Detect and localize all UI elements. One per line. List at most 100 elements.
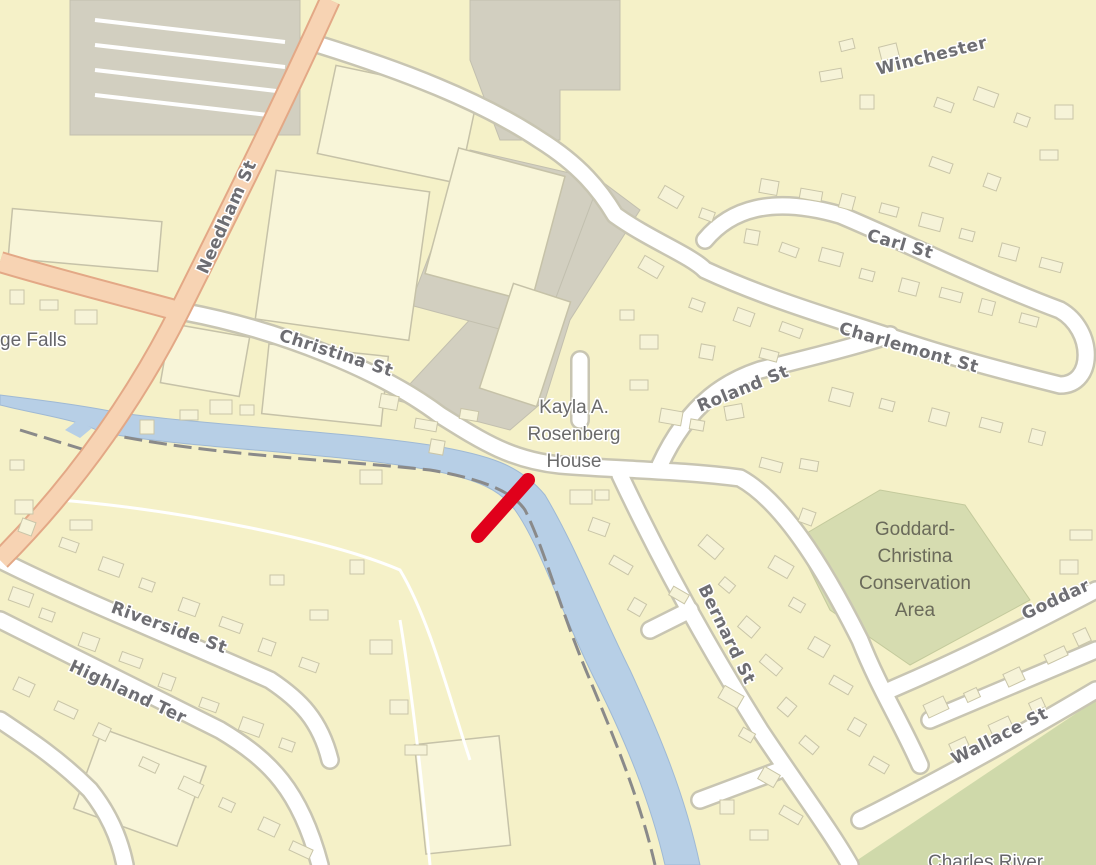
building-footprint xyxy=(818,67,844,83)
building-footprint xyxy=(972,86,1000,108)
building-footprint xyxy=(758,456,784,474)
building-footprint xyxy=(157,672,177,692)
building-footprint xyxy=(698,207,716,223)
building-footprint xyxy=(1059,559,1079,575)
building-footprint xyxy=(697,533,725,561)
building-footprint xyxy=(278,737,296,753)
poi-label-rosenberg-house[interactable]: Kayla A. Rosenberg House xyxy=(526,396,622,474)
building-footprint xyxy=(217,796,237,814)
building-footprint xyxy=(1039,149,1059,161)
building-footprint xyxy=(1069,529,1093,541)
building-footprint xyxy=(138,756,160,774)
bridge-highlight-segment[interactable] xyxy=(471,473,535,543)
building-footprint xyxy=(767,554,795,580)
building-footprint xyxy=(717,575,737,595)
poi-label-line-3: House xyxy=(547,451,602,472)
building-footprint xyxy=(737,726,757,744)
building-footprint xyxy=(668,585,690,605)
building-footprint xyxy=(917,211,945,233)
building-footprint xyxy=(53,700,79,720)
conservation-label-line-3: Conservation xyxy=(859,573,971,594)
building-footprint xyxy=(237,716,265,738)
building-footprint xyxy=(717,684,745,710)
building-footprint xyxy=(977,297,997,317)
building-footprint xyxy=(723,402,745,422)
building-footprint xyxy=(1072,627,1092,647)
building-footprint xyxy=(594,489,610,501)
buildings xyxy=(7,37,1093,860)
building-footprint xyxy=(978,416,1004,434)
conservation-label-line-1: Goddard- xyxy=(875,519,955,540)
building-footprint xyxy=(118,650,144,670)
building-footprint xyxy=(778,241,800,259)
footpaths xyxy=(59,498,472,865)
building-footprint xyxy=(688,297,706,313)
building-footprint xyxy=(1054,104,1074,120)
building-footprint xyxy=(1018,312,1040,328)
building-footprint xyxy=(757,765,781,789)
building-footprint xyxy=(798,457,820,473)
minor-roads xyxy=(0,37,1096,865)
building-footprint xyxy=(776,696,798,718)
conservation-area-label[interactable]: Goddard- Christina Conservation Area xyxy=(859,519,971,621)
building-footprint xyxy=(846,716,868,738)
building-footprint xyxy=(9,289,25,305)
building-footprint xyxy=(619,309,635,321)
building-footprint xyxy=(797,507,817,527)
building-footprint xyxy=(404,744,428,756)
building-footprint xyxy=(38,607,56,623)
building-footprint xyxy=(877,42,901,62)
building-footprint xyxy=(17,517,37,537)
building-footprint xyxy=(389,699,409,715)
building-footprint xyxy=(428,438,446,456)
building-footprint xyxy=(269,574,285,586)
building-footprint xyxy=(569,489,593,505)
building-footprint xyxy=(239,404,255,416)
building-footprint xyxy=(743,228,761,246)
building-footprint xyxy=(938,286,964,304)
building-footprint xyxy=(359,469,383,485)
building-footprint xyxy=(817,246,845,268)
building-footprint xyxy=(77,631,101,653)
building-footprint xyxy=(749,829,769,841)
building-footprint xyxy=(927,407,951,427)
building-footprint xyxy=(698,343,716,361)
building-footprint xyxy=(1027,696,1047,714)
building-footprint xyxy=(257,816,281,838)
building-footprint xyxy=(732,306,756,328)
building-footprint xyxy=(1038,256,1064,274)
conservation-label-line-4: Area xyxy=(895,600,936,621)
building-footprint xyxy=(778,804,804,826)
building-footprint xyxy=(139,419,155,435)
building-footprint xyxy=(758,177,780,197)
major-roads xyxy=(0,0,339,567)
building-footprint xyxy=(719,799,735,815)
building-footprint xyxy=(413,417,439,433)
building-footprint xyxy=(828,674,854,696)
building-footprint xyxy=(309,609,329,621)
building-footprint xyxy=(177,596,201,618)
building-footprint xyxy=(962,686,982,704)
building-footprint xyxy=(878,397,896,413)
building-footprint xyxy=(92,722,112,742)
poi-label-line-2: Rosenberg xyxy=(528,424,621,445)
building-footprint xyxy=(798,734,820,756)
tributary-water xyxy=(65,420,92,438)
building-footprint xyxy=(688,418,706,432)
building-footprint xyxy=(987,715,1015,739)
building-footprint xyxy=(378,392,400,412)
building-footprint xyxy=(997,242,1021,262)
building-footprint xyxy=(298,656,320,674)
building-footprint xyxy=(758,653,784,677)
river-park-area xyxy=(850,700,1096,865)
building-footprint xyxy=(878,202,900,218)
building-footprint xyxy=(257,637,277,657)
building-footprint xyxy=(639,334,659,350)
building-footprint xyxy=(14,499,34,515)
building-footprint xyxy=(629,379,649,391)
building-footprint xyxy=(1043,645,1069,665)
building-footprint xyxy=(736,615,762,639)
building-footprint xyxy=(138,577,156,593)
